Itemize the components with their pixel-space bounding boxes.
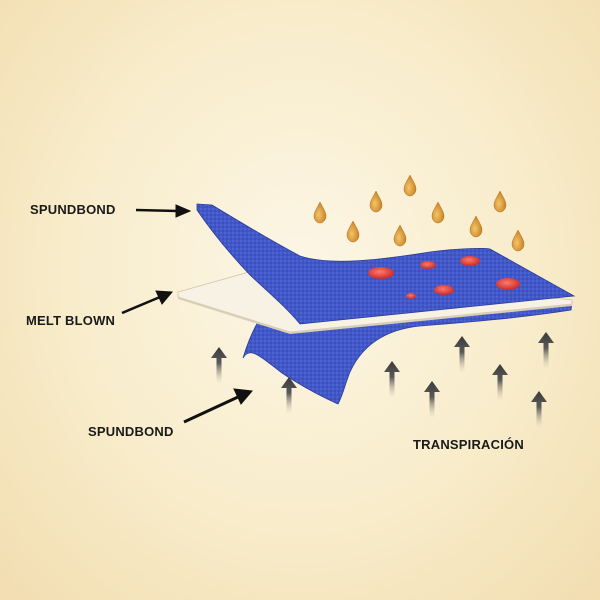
water-drop-icon bbox=[369, 190, 383, 213]
water-drop-icon bbox=[393, 224, 407, 247]
water-drop-icon bbox=[493, 190, 507, 213]
water-drop-icon bbox=[403, 174, 417, 197]
water-drop-icon bbox=[313, 201, 327, 224]
water-drop-icon bbox=[431, 201, 445, 224]
vapor-arrow-icon bbox=[492, 364, 508, 400]
label-spundbond-bottom: SPUNDBOND bbox=[88, 424, 174, 439]
label-spundbond-top: SPUNDBOND bbox=[30, 202, 116, 217]
water-drop-icon bbox=[346, 220, 360, 243]
vapor-arrow-icon bbox=[211, 347, 227, 383]
water-drop-icon bbox=[511, 229, 525, 252]
label-melt-blown: MELT BLOWN bbox=[26, 313, 116, 328]
absorbed-drops bbox=[368, 256, 520, 299]
water-drop-icon bbox=[469, 215, 483, 238]
pointer-arrow-icon bbox=[121, 290, 174, 315]
pointer-arrow-icon bbox=[135, 204, 192, 218]
vapor-arrows bbox=[211, 332, 554, 427]
vapor-arrow-icon bbox=[384, 361, 400, 397]
label-transpiracion: TRANSPIRACIÓN bbox=[413, 437, 524, 452]
vapor-arrow-icon bbox=[454, 336, 470, 372]
vapor-arrow-icon bbox=[424, 381, 440, 417]
vapor-arrow-icon bbox=[531, 391, 547, 427]
vapor-arrow-icon bbox=[538, 332, 554, 368]
pointer-arrows bbox=[121, 204, 253, 424]
vapor-arrow-icon bbox=[281, 377, 297, 413]
pointer-arrow-icon bbox=[183, 388, 253, 424]
water-drops bbox=[313, 174, 525, 252]
spunbond-top-layer bbox=[196, 203, 576, 325]
